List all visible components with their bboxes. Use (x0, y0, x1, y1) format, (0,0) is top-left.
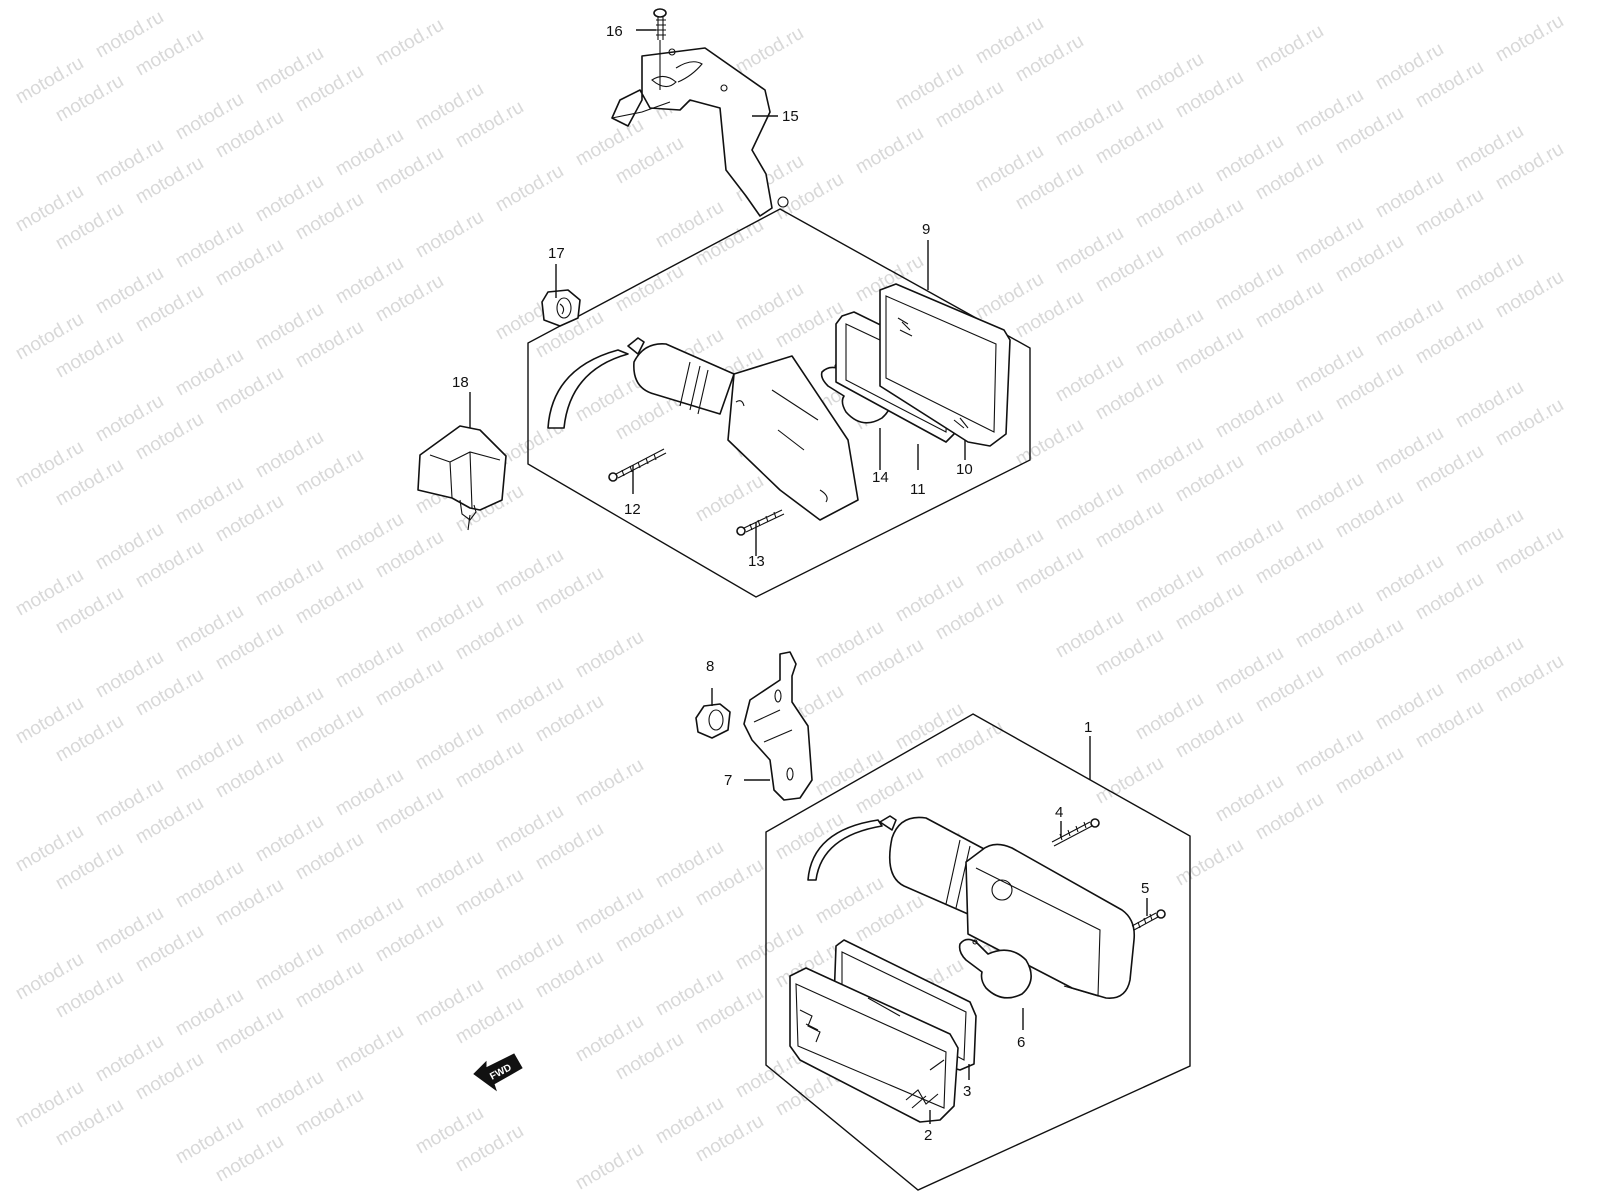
assembly-9-boundary (527, 208, 1031, 598)
screw-12[interactable] (608, 448, 667, 482)
bracket-7[interactable] (743, 651, 813, 801)
screw-4[interactable] (1051, 818, 1100, 847)
callout-14[interactable]: 14 (872, 469, 889, 486)
callout-1[interactable]: 1 (1084, 719, 1092, 736)
forward-direction-arrow: FWD (473, 1053, 523, 1092)
callout-13[interactable]: 13 (748, 553, 765, 570)
callout-4[interactable]: 4 (1055, 804, 1063, 821)
callout-9[interactable]: 9 (922, 221, 930, 238)
callout-labels: 16 15 9 17 18 12 13 14 11 10 1 8 7 4 5 6… (452, 23, 1149, 1144)
callout-17[interactable]: 17 (548, 245, 565, 262)
callout-18[interactable]: 18 (452, 374, 469, 391)
callout-leaders (469, 29, 1148, 1124)
callout-5[interactable]: 5 (1141, 880, 1149, 897)
lens-2[interactable] (789, 967, 959, 1123)
nut-17[interactable] (541, 289, 581, 327)
bulb-6[interactable] (958, 938, 1032, 999)
callout-8[interactable]: 8 (706, 658, 714, 675)
callout-15[interactable]: 15 (782, 108, 799, 125)
callout-16[interactable]: 16 (606, 23, 623, 40)
callout-2[interactable]: 2 (924, 1127, 932, 1144)
lamp-housing-1[interactable] (807, 815, 1136, 999)
lens-10[interactable] (879, 283, 1011, 447)
screw-5[interactable] (1131, 909, 1166, 931)
assembly-1-boundary (765, 713, 1191, 1191)
callout-12[interactable]: 12 (624, 501, 641, 518)
screw-16[interactable] (653, 8, 667, 90)
callout-3[interactable]: 3 (963, 1083, 971, 1100)
callout-10[interactable]: 10 (956, 461, 973, 478)
callout-6[interactable]: 6 (1017, 1034, 1025, 1051)
lamp-housing-9[interactable] (547, 337, 859, 521)
relay-bracket-15[interactable] (611, 47, 789, 217)
turn-signal-relay-18[interactable] (417, 425, 507, 531)
nut-8[interactable] (695, 703, 731, 739)
screw-13[interactable] (736, 509, 785, 536)
callout-11[interactable]: 11 (910, 481, 926, 498)
callout-7[interactable]: 7 (724, 772, 732, 789)
